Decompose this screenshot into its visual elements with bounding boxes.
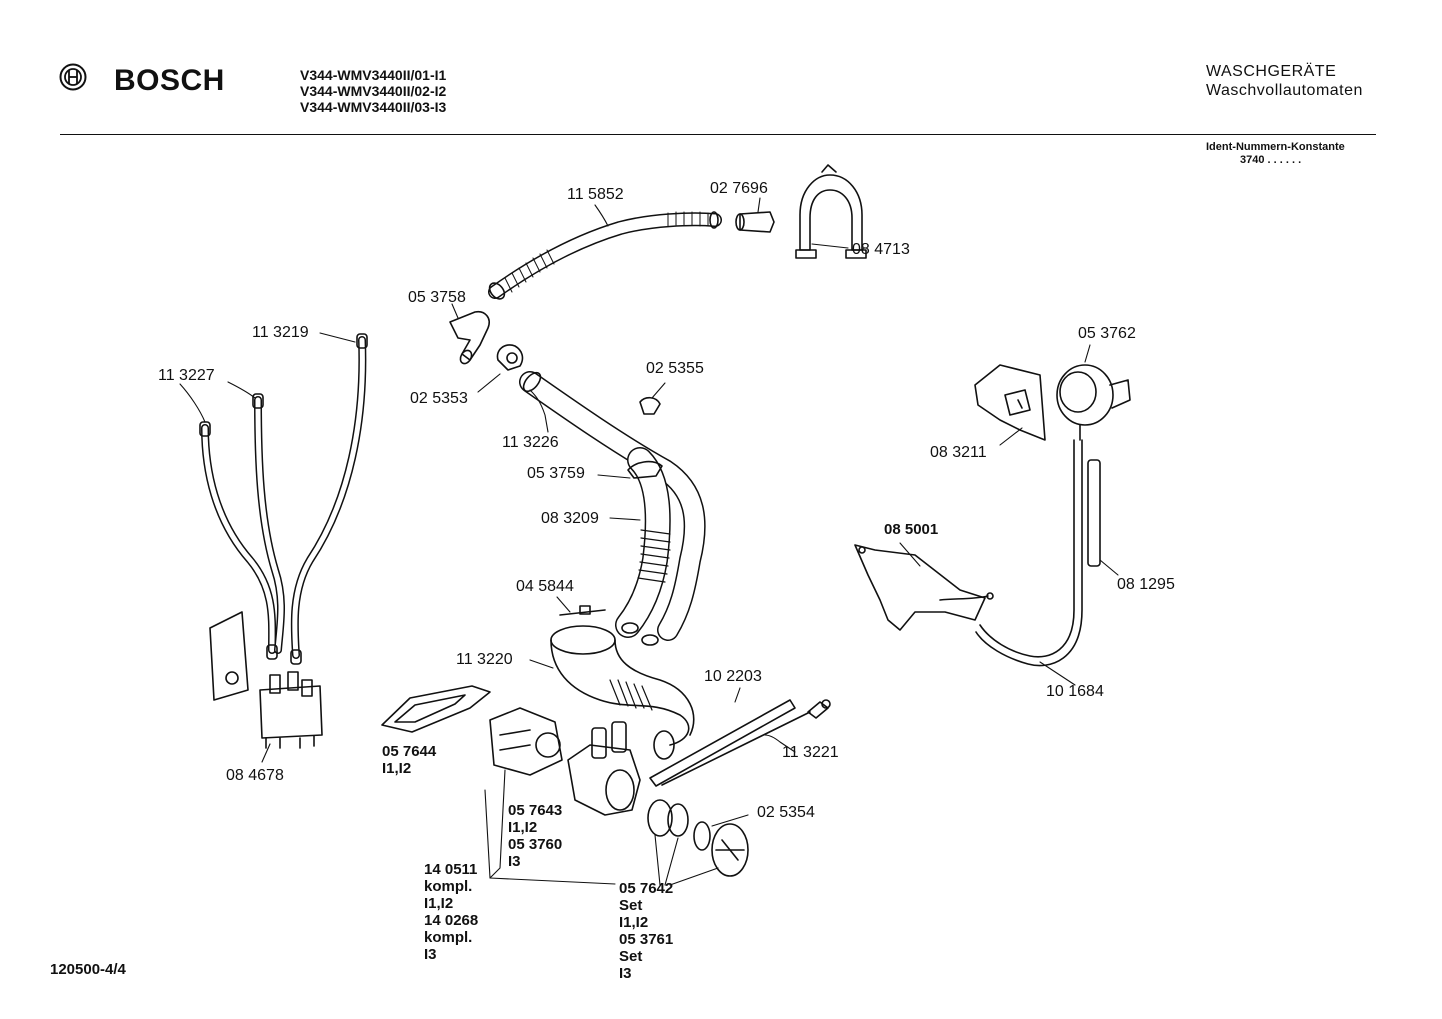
tube-part — [649, 699, 796, 787]
dispenser-hose-part — [519, 371, 706, 646]
part-label-057642-line6: I3 — [619, 965, 632, 982]
part-label-057642-line2: Set — [619, 897, 643, 914]
part-label-025353: 02 5353 — [410, 390, 468, 407]
o-ring-part — [667, 803, 689, 837]
solenoid-valve-part — [209, 611, 323, 749]
pump-housing-part — [567, 721, 641, 816]
sump-hose-part — [550, 605, 695, 760]
part-label-083209: 08 3209 — [541, 510, 599, 527]
part-label-084713: 08 4713 — [852, 241, 910, 258]
part-label-085001: 08 5001 — [884, 521, 939, 538]
bosch-logo-icon — [58, 62, 88, 92]
part-label-084678: 08 4678 — [226, 767, 284, 784]
ident-label: Ident-Nummern-Konstante — [1206, 141, 1345, 153]
part-label-053762: 05 3762 — [1078, 325, 1136, 342]
seal-part — [381, 685, 491, 733]
part-label-057642-line4: 05 3761 — [619, 931, 674, 948]
part-label-057643-line1: 05 7643 — [508, 802, 563, 819]
part-label-057644-line1: 05 7644 — [382, 743, 437, 760]
drawing-number: 120500-4/4 — [50, 961, 126, 978]
part-label-140511-line5: kompl. — [424, 929, 473, 946]
part-label-113227: 11 3227 — [158, 367, 215, 384]
hose-hook-part — [795, 164, 867, 259]
rod-part — [661, 699, 831, 786]
part-label-140511-line3: I1,I2 — [424, 895, 454, 912]
part-label-140511-line1: 14 0511 — [424, 861, 478, 878]
part-label-140511-line2: kompl. — [424, 878, 473, 895]
part-label-140511-line4: 14 0268 — [424, 912, 479, 929]
spring-clip-part — [639, 396, 661, 415]
clip-part — [627, 460, 663, 479]
drain-hose-part — [488, 211, 722, 300]
part-label-057643-line4: I3 — [508, 853, 521, 870]
model-line-3: V344-WMV3440II/03-I3 — [300, 99, 447, 115]
brand-name: BOSCH — [114, 64, 225, 97]
part-label-027696: 02 7696 — [710, 180, 768, 197]
vent-tube-part — [1087, 459, 1101, 567]
pressure-hose-part — [975, 439, 1083, 667]
impeller-seal-part — [647, 799, 673, 837]
part-label-113221: 11 3221 — [782, 744, 839, 761]
part-label-057644-line2: I1,I2 — [382, 760, 412, 777]
part-label-113220: 11 3220 — [456, 651, 513, 668]
part-label-025354: 02 5354 — [757, 804, 815, 821]
gasket-part — [693, 821, 711, 851]
part-label-045844: 04 5844 — [516, 578, 574, 595]
hose-clamp-part — [496, 344, 524, 371]
part-label-057643: 05 7643 I1,I2 05 3760 I3 — [508, 802, 562, 870]
part-label-113219: 11 3219 — [252, 324, 309, 341]
part-label-057642-line1: 05 7642 — [619, 880, 674, 897]
part-label-140511-line6: I3 — [424, 946, 437, 963]
model-line-1: V344-WMV3440II/01-I1 — [300, 67, 447, 83]
part-label-081295: 08 1295 — [1117, 576, 1175, 593]
hose-connector-part — [735, 211, 775, 233]
part-label-113226: 11 3226 — [502, 434, 559, 451]
part-label-083211: 08 3211 — [930, 444, 987, 461]
pressure-hoses-part — [199, 333, 368, 665]
part-label-057642: 05 7642 Set I1,I2 05 3761 Set I3 — [619, 880, 673, 982]
part-label-102203: 10 2203 — [704, 668, 762, 685]
bracket-plate-part — [854, 544, 994, 631]
part-label-057643-line2: I1,I2 — [508, 819, 538, 836]
category-title: WASCHGERÄTE — [1206, 63, 1337, 80]
part-label-140511: 14 0511 kompl. I1,I2 14 0268 kompl. I3 — [424, 861, 478, 963]
leader-lines — [179, 197, 1119, 886]
part-label-057643-line3: 05 3760 — [508, 836, 563, 853]
part-label-115852: 11 5852 — [567, 186, 624, 203]
elbow-fitting-part — [449, 310, 490, 365]
part-label-101684: 10 1684 — [1046, 683, 1104, 700]
header-divider — [60, 134, 1376, 135]
model-line-2: V344-WMV3440II/02-I2 — [300, 83, 447, 99]
pressure-switch-part — [1056, 364, 1131, 441]
category-subtitle: Waschvollautomaten — [1206, 82, 1363, 99]
part-label-025355: 02 5355 — [646, 360, 704, 377]
part-label-053758: 05 3758 — [408, 289, 466, 306]
pressure-switch-bracket-part — [974, 364, 1046, 441]
part-label-053759: 05 3759 — [527, 465, 585, 482]
part-label-057644: 05 7644 I1,I2 — [382, 743, 436, 777]
part-label-057642-line5: Set — [619, 948, 643, 965]
ident-value: 3740 . . . . . . — [1240, 154, 1302, 166]
part-label-057642-line3: I1,I2 — [619, 914, 649, 931]
pump-motor-part — [489, 707, 563, 776]
filter-cap-part — [711, 823, 749, 877]
